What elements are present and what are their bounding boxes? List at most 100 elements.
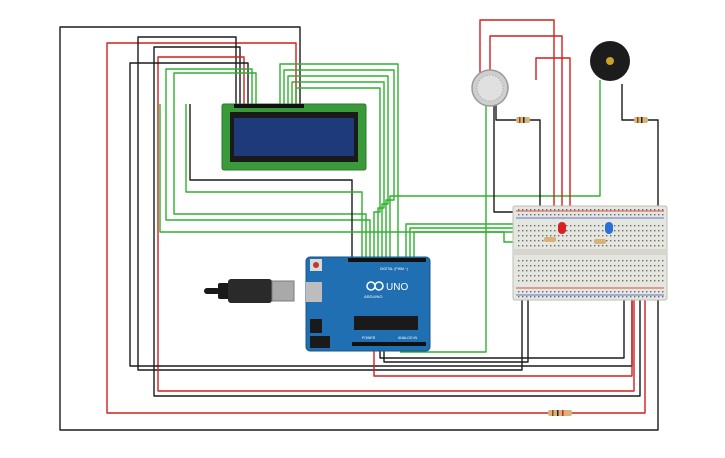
breadboard-hole: [578, 296, 580, 298]
breadboard-hole: [550, 245, 552, 247]
breadboard-hole: [542, 214, 544, 216]
breadboard-hole: [618, 214, 620, 216]
breadboard-hole: [630, 291, 632, 293]
wire-black[interactable]: [493, 102, 520, 213]
wire-green[interactable]: [287, 75, 389, 258]
arduino-power-label: POWER: [362, 336, 376, 340]
breadboard-hole: [550, 260, 552, 262]
breadboard-hole: [546, 296, 548, 298]
resistor-icon[interactable]: [544, 237, 556, 242]
breadboard-hole: [594, 270, 596, 272]
wire-green[interactable]: [291, 81, 385, 258]
breadboard-hole: [650, 270, 652, 272]
wire-black[interactable]: [621, 84, 636, 121]
wire-red[interactable]: [157, 56, 635, 392]
breadboard-hole: [634, 240, 636, 242]
breadboard-hole: [606, 240, 608, 242]
breadboard-hole: [554, 296, 556, 298]
breadboard-hole: [534, 240, 536, 242]
wire-green[interactable]: [400, 102, 487, 353]
breadboard-icon[interactable]: [512, 205, 668, 301]
breadboard-hole: [634, 275, 636, 277]
wire-green[interactable]: [173, 72, 367, 258]
breadboard-hole: [578, 225, 580, 227]
wire-black[interactable]: [530, 119, 541, 212]
breadboard-hole: [542, 270, 544, 272]
lcd-16x2-icon[interactable]: [221, 103, 367, 171]
breadboard-hole: [518, 225, 520, 227]
breadboard-hole: [522, 270, 524, 272]
wire-black[interactable]: [648, 119, 659, 212]
usb-cable-icon[interactable]: [204, 279, 295, 303]
wire-black[interactable]: [189, 104, 353, 258]
breadboard-hole: [522, 209, 524, 211]
breadboard-hole: [650, 291, 652, 293]
breadboard-hole: [622, 275, 624, 277]
breadboard-hole: [546, 214, 548, 216]
breadboard-hole: [530, 296, 532, 298]
breadboard-hole: [658, 240, 660, 242]
breadboard-hole: [630, 214, 632, 216]
breadboard-hole: [562, 260, 564, 262]
led-red-icon[interactable]: [558, 222, 566, 234]
breadboard-hole: [586, 235, 588, 237]
wire-red[interactable]: [535, 57, 571, 230]
breadboard-hole: [526, 245, 528, 247]
breadboard-hole: [662, 275, 664, 277]
gas-sensor-icon[interactable]: [471, 69, 509, 107]
breadboard-hole: [622, 260, 624, 262]
breadboard-hole: [574, 209, 576, 211]
wire-red[interactable]: [373, 298, 633, 377]
breadboard-hole: [578, 235, 580, 237]
wire-green[interactable]: [185, 104, 363, 258]
wire-black[interactable]: [59, 26, 659, 431]
wire-red[interactable]: [479, 19, 555, 230]
arduino-model-label: UNO: [386, 282, 408, 293]
arduino-uno-board[interactable]: UNO ARDUINO DIGITAL (PWM ~) POWER ANALOG…: [305, 256, 431, 352]
breadboard-hole: [586, 280, 588, 282]
breadboard-hole: [574, 275, 576, 277]
breadboard-hole: [618, 280, 620, 282]
breadboard-hole: [598, 265, 600, 267]
resistor-icon[interactable]: [634, 117, 648, 123]
breadboard-hole: [650, 245, 652, 247]
breadboard-hole: [650, 209, 652, 211]
breadboard-hole: [618, 230, 620, 232]
breadboard-hole: [570, 265, 572, 267]
breadboard-hole: [526, 260, 528, 262]
wire-green[interactable]: [283, 69, 395, 258]
breadboard-hole: [630, 225, 632, 227]
breadboard-hole: [550, 214, 552, 216]
breadboard-hole: [562, 235, 564, 237]
breadboard-hole: [566, 280, 568, 282]
led-blue-icon[interactable]: [605, 222, 613, 234]
breadboard-hole: [630, 275, 632, 277]
resistor-icon[interactable]: [594, 239, 606, 244]
wire-black[interactable]: [495, 102, 518, 121]
wire-green[interactable]: [405, 223, 548, 258]
wire-black[interactable]: [383, 298, 529, 363]
breadboard-hole: [614, 214, 616, 216]
wire-red[interactable]: [572, 298, 646, 414]
resistor-icon[interactable]: [516, 117, 530, 123]
breadboard-hole: [658, 270, 660, 272]
breadboard-hole: [602, 296, 604, 298]
breadboard-hole: [570, 275, 572, 277]
wire-red[interactable]: [489, 35, 563, 222]
wire-green[interactable]: [279, 63, 399, 258]
breadboard-hole: [614, 209, 616, 211]
wire-black[interactable]: [379, 298, 625, 359]
wire-green[interactable]: [165, 68, 371, 258]
breadboard-hole: [626, 291, 628, 293]
breadboard-hole: [542, 280, 544, 282]
wire-green[interactable]: [397, 80, 601, 258]
breadboard-hole: [662, 245, 664, 247]
breadboard-hole: [642, 296, 644, 298]
resistor-icon[interactable]: [548, 410, 572, 416]
piezo-buzzer-icon[interactable]: [590, 41, 630, 81]
wire-green[interactable]: [295, 87, 381, 258]
breadboard-hole: [646, 240, 648, 242]
breadboard-hole: [570, 240, 572, 242]
breadboard-hole: [538, 214, 540, 216]
